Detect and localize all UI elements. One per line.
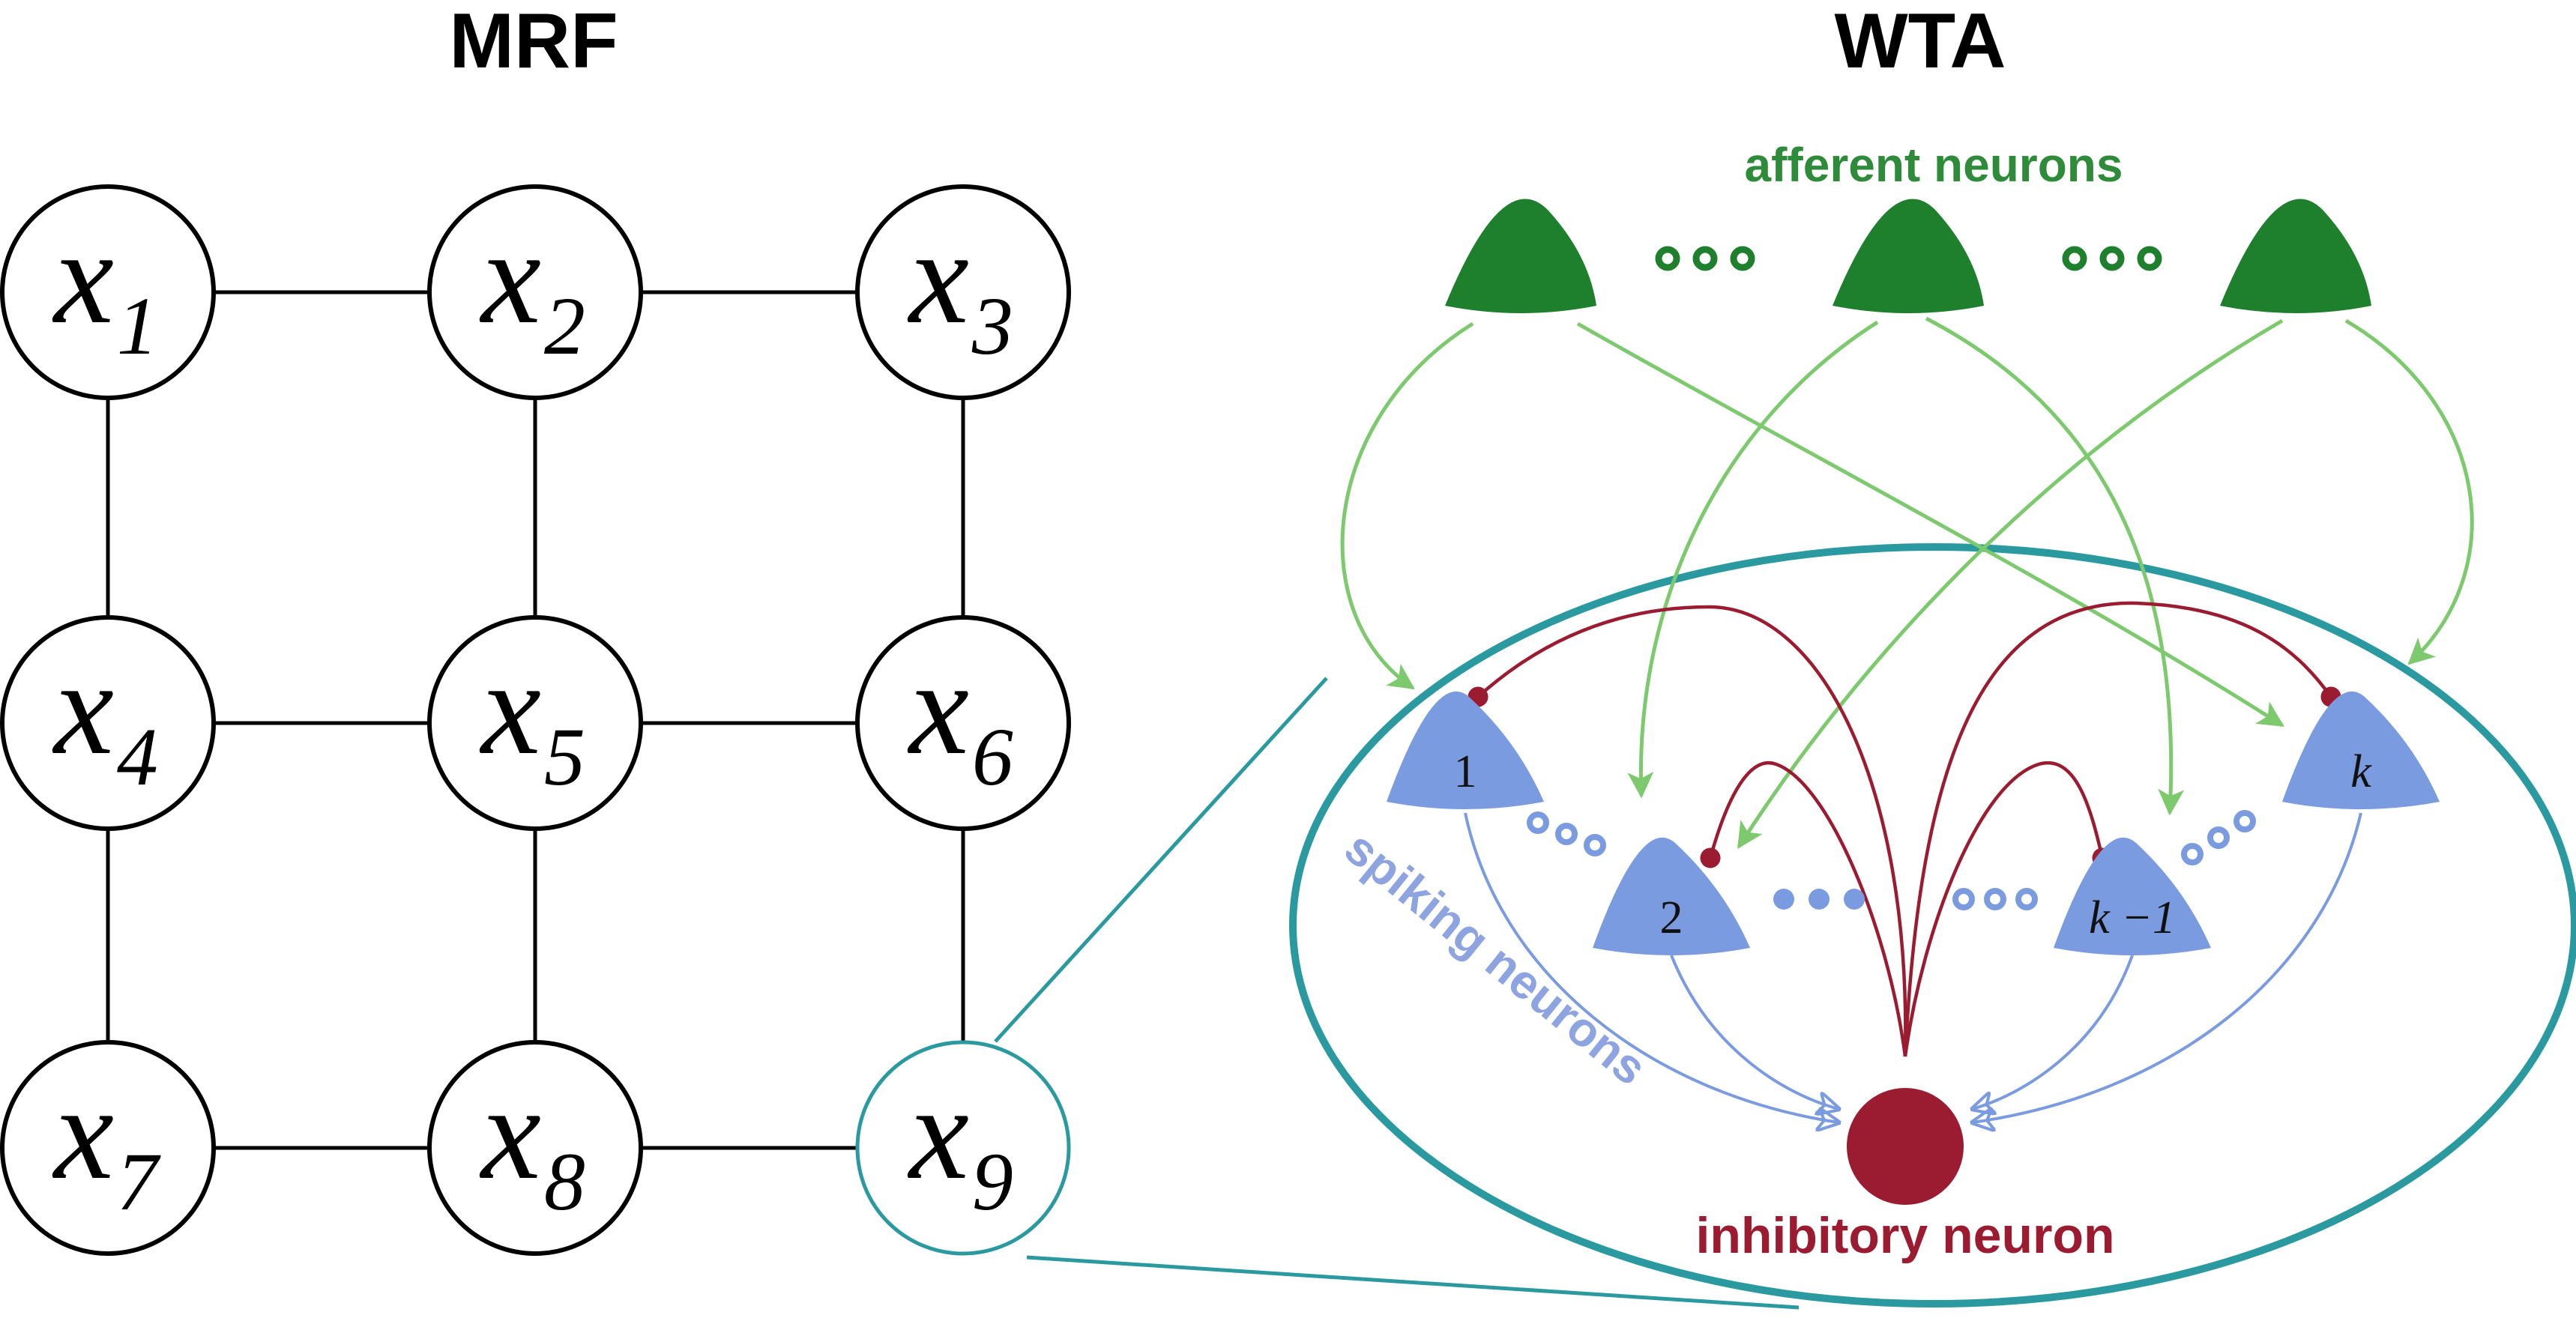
inhibitory-synapse <box>1468 605 1907 1057</box>
mrf-node-label: x6 <box>907 633 1013 802</box>
mrf-node-circle <box>855 1040 1071 1256</box>
excitatory-connections <box>1340 316 2474 849</box>
mrf-edges <box>106 290 965 1150</box>
spiking-to-inhibitory <box>1464 812 2362 1122</box>
mrf-node-subscript: 2 <box>544 280 585 372</box>
mrf-node-x6: x6 <box>855 615 1071 831</box>
spiking-output <box>1973 812 2362 1122</box>
excitatory-synapse <box>1737 318 2284 849</box>
mrf-node-x1: x1 <box>0 184 216 400</box>
excitatory-synapse <box>1627 320 1879 799</box>
spiking-output <box>1464 812 1839 1122</box>
spiking-neuron-label: k <box>2350 746 2372 797</box>
mrf-node-variable: x <box>52 202 114 351</box>
excitatory-synapse <box>1576 321 2284 728</box>
mrf-node-circle <box>427 184 643 400</box>
inhibitory-synapse <box>1903 601 2341 1057</box>
mrf-node-variable: x <box>907 202 969 351</box>
mrf-node-subscript: 5 <box>544 711 585 802</box>
spiking-neuron-k: k <box>2282 691 2440 809</box>
mrf-title: MRF <box>449 0 618 85</box>
mrf-node-circle <box>0 184 216 400</box>
mrf-node-label: x7 <box>52 1058 161 1227</box>
excitatory-synapse <box>2344 318 2474 665</box>
afferent-neuron <box>2220 199 2371 313</box>
zoom-line-upper <box>994 677 1328 1043</box>
excitatory-synapse <box>1340 321 1474 690</box>
inhibitory-connections <box>1468 601 2341 1057</box>
mrf-node-variable: x <box>52 1058 114 1207</box>
afferent-ellipsis-dots <box>1655 246 2162 271</box>
mrf-node-variable: x <box>479 202 541 351</box>
excitatory-synapse <box>1925 316 2185 816</box>
spiking-neuron-2: 2 <box>1593 837 1750 955</box>
mrf-node-label: x5 <box>479 633 585 802</box>
spiking-neuron-label: 1 <box>1454 746 1477 797</box>
inhibitory-label: inhibitory neuron <box>1695 1207 2114 1264</box>
afferent-neurons <box>1445 199 2371 313</box>
spiking-neuron-k-1: k −1 <box>2054 837 2211 955</box>
mrf-node-circle <box>0 1040 216 1256</box>
wta-circuit-ellipse <box>1289 543 2576 1308</box>
spiking-ellipsis-dots <box>1527 810 2256 910</box>
mrf-node-x2: x2 <box>427 184 643 400</box>
mrf-node-label: x9 <box>907 1058 1013 1227</box>
mrf-node-x4: x4 <box>0 615 216 831</box>
mrf-node-label: x1 <box>52 202 158 372</box>
inhibitory-synapse <box>1903 761 2113 1057</box>
mrf-node-variable: x <box>907 633 969 782</box>
mrf-node-label: x8 <box>479 1058 585 1227</box>
zoom-lines <box>994 677 1800 1310</box>
mrf-node-subscript: 9 <box>972 1136 1013 1227</box>
mrf-node-x5: x5 <box>427 615 643 831</box>
mrf-node-variable: x <box>907 1058 969 1207</box>
mrf-node-x7: x7 <box>0 1040 216 1256</box>
spiking-neurons: 1 2 k −1 k <box>1387 691 2440 955</box>
mrf-node-subscript: 1 <box>117 280 158 372</box>
mrf-node-subscript: 4 <box>117 711 158 802</box>
mrf-node-circle <box>855 184 1071 400</box>
spiking-neuron-body <box>2054 837 2211 955</box>
spiking-neuron-label: k −1 <box>2089 892 2176 943</box>
mrf-node-x8: x8 <box>427 1040 643 1256</box>
mrf-node-subscript: 6 <box>972 711 1013 802</box>
mrf-node-circle <box>0 615 216 831</box>
afferent-neuron <box>1445 199 1596 313</box>
spiking-label: spiking neurons <box>1335 820 1656 1095</box>
spiking-neuron-1: 1 <box>1387 691 1544 809</box>
mrf-node-x3: x3 <box>855 184 1071 400</box>
inhibitory-synapse <box>1700 761 1907 1057</box>
mrf-node-variable: x <box>479 633 541 782</box>
wta-title: WTA <box>1834 0 2006 85</box>
mrf-node-circle <box>855 615 1071 831</box>
mrf-node-x9: x9 <box>855 1040 1071 1256</box>
mrf-node-subscript: 8 <box>544 1136 585 1227</box>
mrf-node-label: x2 <box>479 202 585 372</box>
spiking-neuron-label: 2 <box>1660 892 1683 943</box>
mrf-node-variable: x <box>52 633 114 782</box>
zoom-line-lower <box>1026 1255 1800 1310</box>
spiking-output <box>1973 955 2134 1109</box>
spiking-output <box>1670 955 1839 1109</box>
inhibitory-neuron <box>1847 1088 1964 1205</box>
afferent-neuron <box>1833 199 1984 313</box>
spiking-neuron-body <box>2282 691 2440 809</box>
mrf-node-subscript: 7 <box>117 1136 161 1227</box>
spiking-neuron-body <box>1387 691 1544 809</box>
mrf-node-variable: x <box>479 1058 541 1207</box>
spiking-neuron-body <box>1593 837 1750 955</box>
afferent-label: afferent neurons <box>1745 138 2123 192</box>
mrf-node-circle <box>427 615 643 831</box>
mrf-node-circle <box>427 1040 643 1256</box>
mrf-node-subscript: 3 <box>971 280 1013 372</box>
mrf-node-label: x4 <box>52 633 158 802</box>
mrf-node-label: x3 <box>907 202 1013 372</box>
